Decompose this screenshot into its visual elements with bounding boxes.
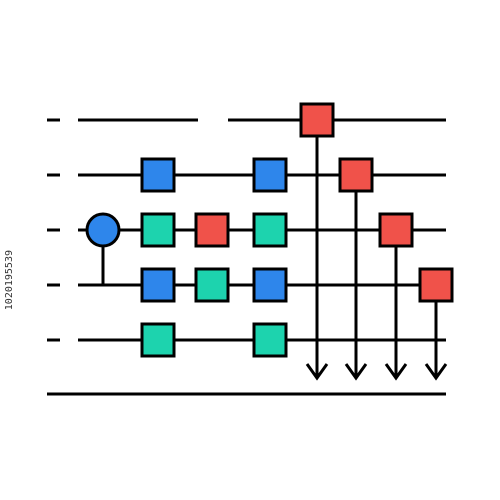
measure-arrow-1 [305, 363, 329, 381]
wire-2-gate-1 [140, 157, 176, 193]
wire-5-gate-1 [140, 322, 176, 358]
wire-4-gate-1 [140, 267, 176, 303]
measure-arrow-3 [384, 363, 408, 381]
wire-3-gate-2 [194, 212, 230, 248]
wire-4-gate-2 [194, 267, 230, 303]
measure-arrow-4 [424, 363, 448, 381]
measure-box-1 [299, 102, 335, 138]
wire-2-gate-2 [252, 157, 288, 193]
measure-box-4 [418, 267, 454, 303]
measure-arrow-2 [344, 363, 368, 381]
wire-4-gate-3 [252, 267, 288, 303]
wire-3-gate-1 [140, 212, 176, 248]
wire-5-gate-2 [252, 322, 288, 358]
control-node [85, 212, 121, 248]
measure-box-2 [338, 157, 374, 193]
wire-3-gate-3 [252, 212, 288, 248]
stock-id-watermark: 1020195539 [4, 250, 16, 490]
measure-box-3 [378, 212, 414, 248]
stock-id-text: 1020195539 [4, 250, 15, 311]
